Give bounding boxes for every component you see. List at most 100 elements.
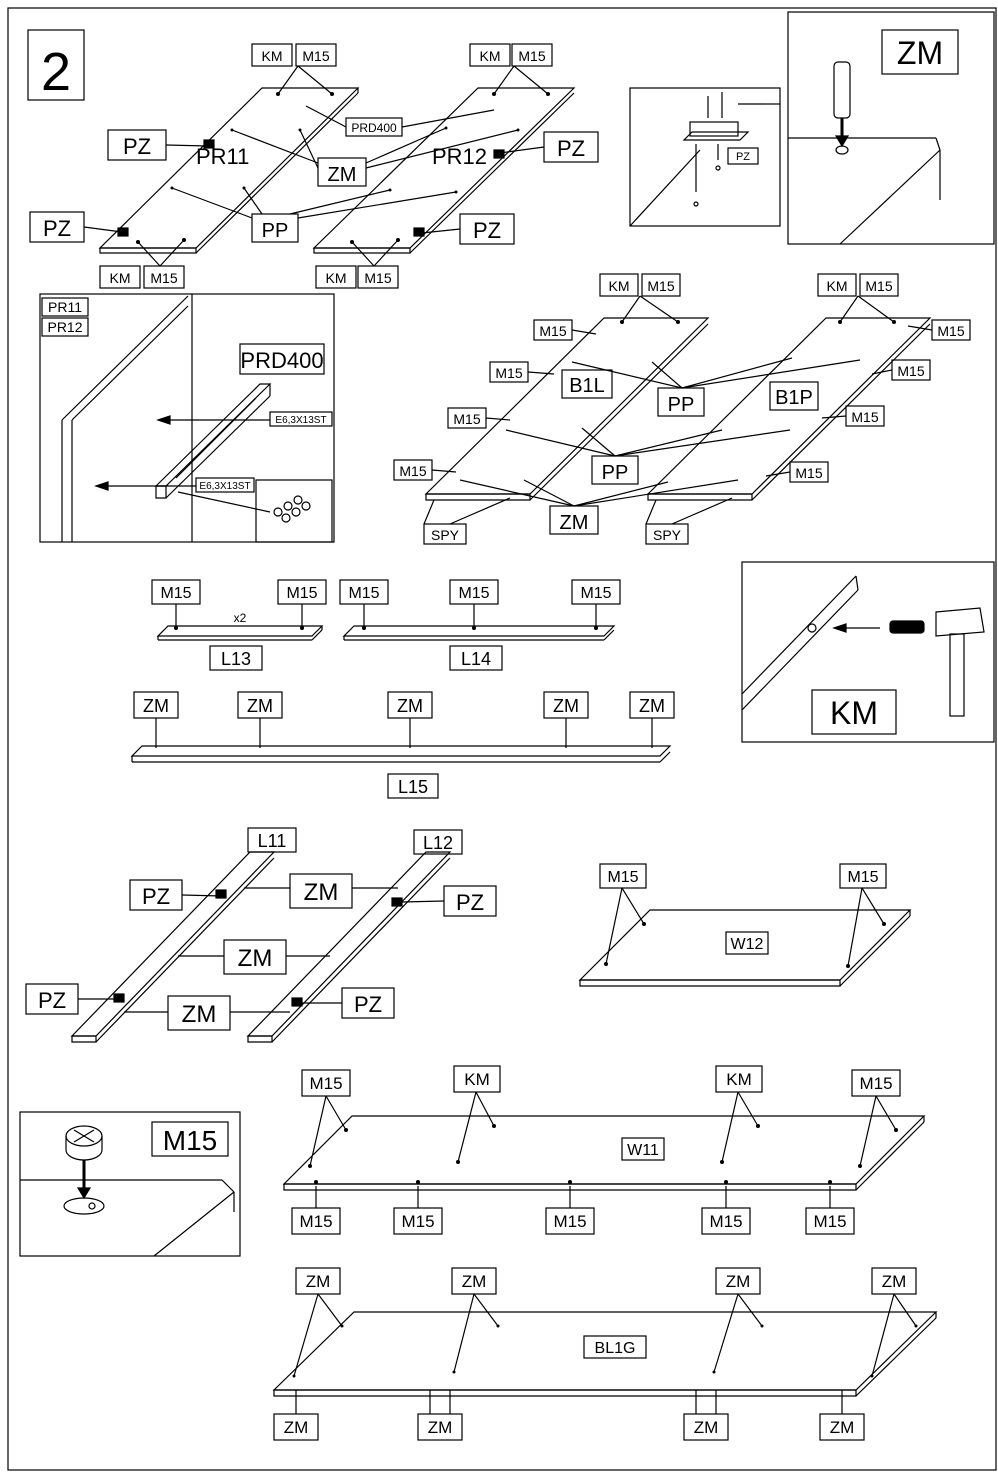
label-m15-l13-right: M15 [277,579,327,605]
detail-box-pz: PZ [629,87,781,227]
svg-text:L13: L13 [221,649,251,669]
svg-text:PRD400: PRD400 [351,121,397,135]
svg-text:PZ: PZ [473,218,501,243]
label-m15-w11-tl: M15 [301,1069,351,1097]
svg-text:ZM: ZM [182,1001,217,1028]
label-l11: L11 [247,827,297,853]
svg-text:M15: M15 [299,1212,332,1231]
svg-text:SPY: SPY [653,527,682,543]
label-w12: W12 [725,931,769,955]
label-km-top-left: KM [251,43,293,67]
label-zm-bl1g-t2: ZM [451,1267,497,1295]
svg-text:PZ: PZ [43,216,71,241]
svg-text:ZM: ZM [247,696,273,716]
panel-l15 [130,745,672,763]
label-m15-l13-left: M15 [151,579,201,605]
label-m15-w11-tr: M15 [851,1069,901,1097]
pz-fitting [215,889,227,899]
svg-text:ZM: ZM [143,696,169,716]
label-pz-right-bottom: PZ [459,213,515,245]
panel-b1l [424,317,710,501]
label-m15-w11-b2: M15 [393,1207,443,1235]
label-b1p: B1P [769,381,819,411]
svg-text:PRD400: PRD400 [240,348,323,373]
label-km-b1l: KM [599,273,639,297]
svg-text:KM: KM [609,278,630,294]
pz-fitting [117,227,129,237]
label-m15-b1l-4: M15 [393,459,433,481]
svg-text:PZ: PZ [354,992,382,1017]
svg-text:KM: KM [326,270,347,286]
label-l12: L12 [413,829,463,855]
label-zm-bl1g-b2: ZM [417,1413,463,1441]
svg-text:B1P: B1P [775,387,813,409]
label-pp-top: PP [251,213,299,243]
label-zm-l15-3: ZM [387,691,433,719]
detail-box-km: KM [741,561,995,743]
panel-w12 [578,909,912,987]
svg-text:PP: PP [262,220,289,242]
hammer-icon [935,607,985,717]
label-zm-l15-1: ZM [133,691,179,719]
label-zm-l15-5: ZM [629,691,675,719]
svg-text:PR11: PR11 [48,299,82,315]
svg-text:PZ: PZ [123,134,151,159]
label-m15-b1p: M15 [859,273,899,297]
label-b1l: B1L [561,369,613,399]
svg-text:PZ: PZ [736,151,750,163]
svg-text:M15: M15 [897,363,924,379]
label-zm-bl1g-b1: ZM [273,1413,319,1441]
label-zm-bl1g-b4: ZM [819,1413,865,1441]
label-spy-right: SPY [645,523,689,545]
label-spy-left: SPY [423,523,467,545]
svg-text:ZM: ZM [553,696,579,716]
label-m15-l14-mid: M15 [449,579,499,605]
panel-l14 [342,625,616,641]
svg-text:PP: PP [668,394,695,416]
label-pz-l11-bottom: PZ [25,983,79,1015]
label-zm-bl1g-t4: ZM [871,1267,917,1295]
svg-text:KM: KM [464,1070,490,1089]
svg-text:W12: W12 [731,936,764,953]
svg-text:KM: KM [830,695,878,731]
label-km-bottom-right: KM [315,265,357,289]
label-m15-w11-b5: M15 [805,1207,855,1235]
svg-text:M15: M15 [865,278,892,294]
label-m15-w12-left: M15 [599,863,647,889]
pz-fitting [391,897,403,907]
svg-text:E6,3X13ST: E6,3X13ST [199,481,250,492]
detail-box-zm: ZM [787,11,995,245]
svg-text:M15: M15 [495,365,522,381]
zm-dowel-icon [833,61,851,119]
label-zm-l-lower: ZM [167,995,231,1031]
svg-text:M15: M15 [399,463,426,479]
svg-text:M15: M15 [163,1125,217,1156]
label-pz-left-top: PZ [107,129,167,161]
label-m15-w12-right: M15 [839,863,887,889]
svg-text:KM: KM [262,48,283,64]
svg-text:PZ: PZ [557,136,585,161]
svg-text:ZM: ZM [897,35,943,71]
svg-text:L11: L11 [258,831,287,851]
pz-fitting [413,227,425,237]
svg-text:M15: M15 [647,278,674,294]
label-m15-b1p-2: M15 [891,359,931,381]
label-m15-b1p-4: M15 [789,461,829,483]
svg-text:M15: M15 [453,411,480,427]
svg-text:M15: M15 [364,270,391,286]
label-m15-bottom-right: M15 [357,265,399,289]
page-border [7,7,997,1471]
svg-text:L12: L12 [423,833,453,853]
label-zm-l15-4: ZM [543,691,589,719]
svg-text:ZM: ZM [830,1418,855,1437]
label-zm-bl1g-t1: ZM [295,1267,341,1295]
label-m15-top-right: M15 [511,43,553,67]
label-zm-l-upper: ZM [289,873,353,909]
label-zm-b1: ZM [549,505,599,535]
panel-b1p [646,317,932,501]
label-km-b1p: KM [817,273,857,297]
svg-text:M15: M15 [607,869,638,886]
label-m15-l14-right: M15 [571,579,621,605]
label-pz-l12-bottom: PZ [341,987,395,1019]
